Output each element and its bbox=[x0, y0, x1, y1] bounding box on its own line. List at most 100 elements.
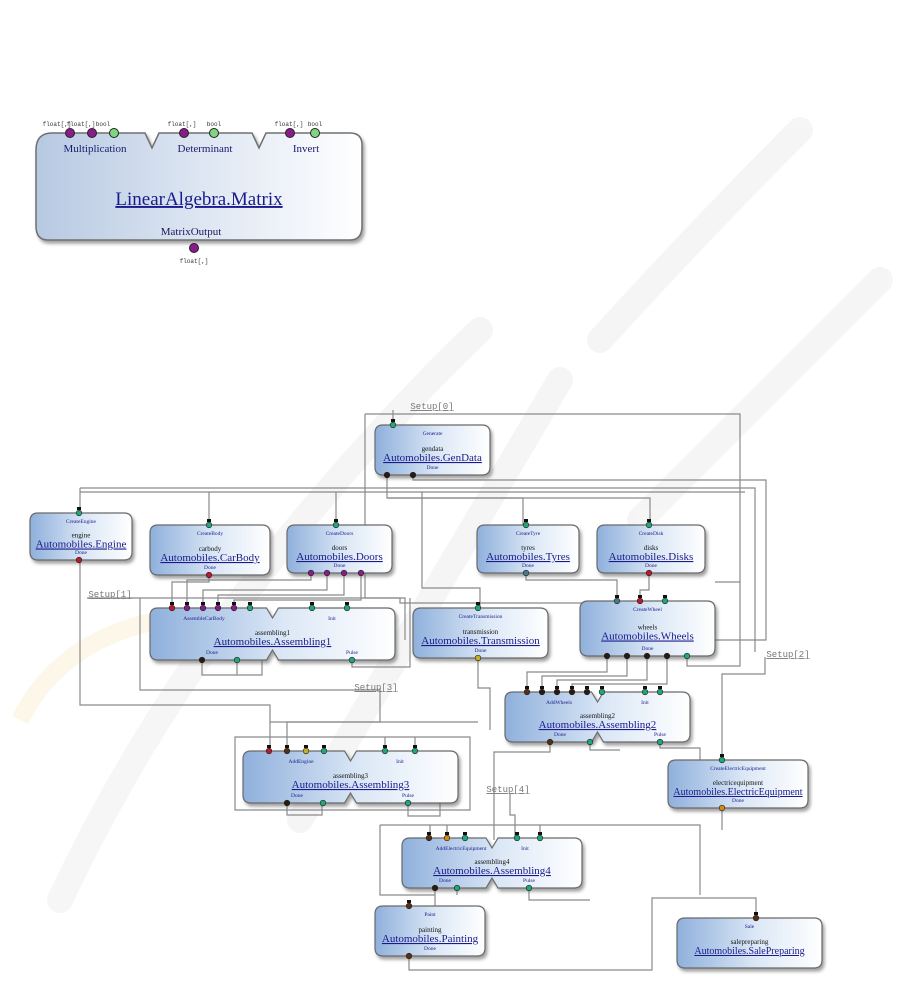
node-type-link[interactable]: Automobiles.Assembling2 bbox=[539, 719, 657, 731]
node-assembling1[interactable]: assembling1Automobiles.Assembling1Assemb… bbox=[149, 602, 396, 664]
input-port[interactable] bbox=[308, 604, 316, 612]
output-port[interactable] bbox=[198, 656, 206, 664]
node-assembling2[interactable]: assembling2Automobiles.Assembling2AddWhe… bbox=[504, 686, 691, 746]
node-type-link[interactable]: Automobiles.Transmission bbox=[421, 635, 540, 647]
input-port[interactable] bbox=[230, 604, 238, 612]
output-port[interactable] bbox=[340, 569, 348, 577]
output-port[interactable] bbox=[431, 884, 439, 892]
input-port[interactable] bbox=[636, 597, 644, 605]
input-port[interactable] bbox=[389, 421, 397, 429]
output-port[interactable] bbox=[643, 652, 651, 660]
output-port[interactable] bbox=[603, 652, 611, 660]
input-port[interactable] bbox=[405, 902, 413, 910]
input-port[interactable] bbox=[641, 688, 649, 696]
input-port[interactable] bbox=[656, 688, 664, 696]
matrix-input-port[interactable] bbox=[65, 128, 75, 138]
node-electric[interactable]: electricequipmentAutomobiles.ElectricEqu… bbox=[667, 754, 809, 812]
matrix-input-port[interactable] bbox=[87, 128, 97, 138]
input-port[interactable] bbox=[332, 521, 340, 529]
output-port[interactable] bbox=[404, 799, 412, 807]
node-transmission[interactable]: transmissionAutomobiles.TransmissionCrea… bbox=[412, 602, 549, 662]
input-port[interactable] bbox=[718, 756, 726, 764]
output-port[interactable] bbox=[405, 952, 413, 960]
node-assembling4[interactable]: assembling4Automobiles.Assembling4AddEle… bbox=[401, 832, 583, 892]
node-type-link[interactable]: Automobiles.Engine bbox=[36, 539, 127, 551]
output-port[interactable] bbox=[453, 884, 461, 892]
input-port[interactable] bbox=[320, 747, 328, 755]
output-port[interactable] bbox=[586, 738, 594, 746]
input-port[interactable] bbox=[568, 688, 576, 696]
output-port[interactable] bbox=[357, 569, 365, 577]
input-port[interactable] bbox=[205, 521, 213, 529]
output-port[interactable] bbox=[645, 569, 653, 577]
output-port[interactable] bbox=[319, 799, 327, 807]
output-port[interactable] bbox=[663, 652, 671, 660]
output-port[interactable] bbox=[348, 656, 356, 664]
input-port[interactable] bbox=[752, 914, 760, 922]
input-port[interactable] bbox=[75, 509, 83, 517]
output-port[interactable] bbox=[283, 799, 291, 807]
output-port[interactable] bbox=[474, 654, 482, 662]
setup-label-0[interactable]: Setup[0] bbox=[410, 402, 453, 412]
input-port[interactable] bbox=[613, 597, 621, 605]
input-port[interactable] bbox=[661, 597, 669, 605]
input-port[interactable] bbox=[474, 604, 482, 612]
output-port[interactable] bbox=[307, 569, 315, 577]
node-salepreparing[interactable]: salepreparingAutomobiles.SalePreparingSa… bbox=[676, 912, 823, 969]
input-port[interactable] bbox=[536, 834, 544, 842]
node-type-link[interactable]: Automobiles.Wheels bbox=[601, 631, 694, 643]
input-port[interactable] bbox=[183, 604, 191, 612]
input-port[interactable] bbox=[302, 747, 310, 755]
input-port[interactable] bbox=[645, 521, 653, 529]
node-type-link[interactable]: Automobiles.Assembling1 bbox=[214, 636, 332, 648]
input-port[interactable] bbox=[411, 747, 419, 755]
matrix-input-port[interactable] bbox=[109, 128, 119, 138]
matrix-input-port[interactable] bbox=[209, 128, 219, 138]
input-port[interactable] bbox=[265, 747, 273, 755]
output-port[interactable] bbox=[656, 738, 664, 746]
node-type-link[interactable]: Automobiles.SalePreparing bbox=[694, 946, 804, 957]
matrix-input-port[interactable] bbox=[310, 128, 320, 138]
output-port[interactable] bbox=[525, 884, 533, 892]
setup-label-3[interactable]: Setup[3] bbox=[354, 683, 397, 693]
setup-label-4[interactable]: Setup[4] bbox=[486, 785, 529, 795]
input-port[interactable] bbox=[425, 834, 433, 842]
node-type-link[interactable]: Automobiles.Disks bbox=[609, 551, 694, 563]
node-type-link[interactable]: Automobiles.Assembling3 bbox=[292, 779, 410, 791]
node-type-link[interactable]: Automobiles.Doors bbox=[296, 551, 382, 563]
input-port[interactable] bbox=[246, 604, 254, 612]
output-port[interactable] bbox=[546, 738, 554, 746]
output-port[interactable] bbox=[623, 652, 631, 660]
output-port[interactable] bbox=[205, 571, 213, 579]
input-port[interactable] bbox=[381, 747, 389, 755]
node-type-link[interactable]: Automobiles.Assembling4 bbox=[433, 865, 551, 877]
output-port[interactable] bbox=[75, 556, 83, 564]
output-port[interactable] bbox=[383, 471, 391, 479]
input-port[interactable] bbox=[199, 604, 207, 612]
input-port[interactable] bbox=[598, 688, 606, 696]
input-port[interactable] bbox=[583, 688, 591, 696]
setup-label-1[interactable]: Setup[1] bbox=[88, 590, 131, 600]
output-port[interactable] bbox=[683, 652, 691, 660]
output-port[interactable] bbox=[718, 804, 726, 812]
matrix-input-port[interactable] bbox=[179, 128, 189, 138]
node-type-link[interactable]: Automobiles.CarBody bbox=[160, 552, 260, 564]
output-port[interactable] bbox=[233, 656, 241, 664]
output-port[interactable] bbox=[522, 569, 530, 577]
node-type-link[interactable]: Automobiles.Painting bbox=[382, 933, 479, 945]
matrix-block[interactable]: LinearAlgebra.Matrix MatrixOutput float[… bbox=[35, 121, 363, 265]
input-port[interactable] bbox=[283, 747, 291, 755]
input-port[interactable] bbox=[513, 834, 521, 842]
input-port[interactable] bbox=[168, 604, 176, 612]
